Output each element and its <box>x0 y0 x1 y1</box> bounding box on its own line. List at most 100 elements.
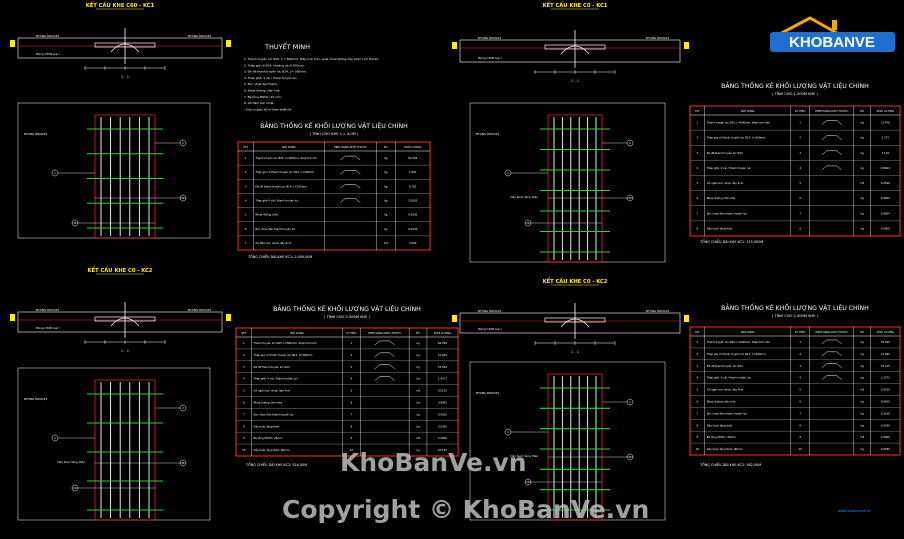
label-btong-left: BTONG M250/25 <box>478 309 501 313</box>
footer-link[interactable]: www.khobanve.vn <box>838 509 871 513</box>
table-cell: 70.125 <box>881 364 890 368</box>
label-tie-wire: Dây buộc tầng thảo <box>510 195 538 199</box>
table-cell: m3 <box>384 241 389 245</box>
table-cell: kg <box>861 411 865 415</box>
table-cell: 1.842 <box>409 170 417 174</box>
table-cell: 4 <box>697 166 699 170</box>
table-cell: 8 <box>243 424 245 428</box>
slab-outline <box>459 39 681 63</box>
logo-text: KHOBANVE <box>789 34 875 51</box>
table-cell: kg <box>861 364 865 368</box>
table-cell: Thép gia cố thanh truyền lực Ø14, L=300m… <box>707 351 766 356</box>
plan-frame <box>17 367 211 521</box>
table-cell: kg <box>384 170 388 174</box>
table-cell: Thép ghế 4 cái / thanh truyền lực <box>255 199 299 203</box>
table-cell: Gỗ ngăn bọc nhựa, dày 4cm <box>707 180 744 185</box>
label-btong-right: BTONG M250/25 <box>188 308 211 312</box>
table-cell: 5 <box>799 388 801 392</box>
level-marker <box>10 40 15 47</box>
table-cell: m3 <box>416 436 421 440</box>
table-header-cell: KÝ HIỆU <box>795 108 805 113</box>
table-cell: 3 <box>245 184 247 188</box>
notes-title: THUYẾT MINH <box>264 41 310 51</box>
table-total: TỔNG CHIỀU DÀI KHE KC2: 582,00M <box>699 462 761 467</box>
table-cell: kg <box>384 213 388 217</box>
table-cell: 0.4220 <box>438 412 447 416</box>
table-header-cell: KHỐI LƯỢNG <box>404 144 421 149</box>
table-title: BẢNG THỐNG KÊ KHỐI LƯỢNG VẬT LIỆU CHÍNH <box>721 80 869 90</box>
table-cell: 2 <box>351 353 353 357</box>
table-cell: Bê tông M250 / 25mm <box>707 435 736 439</box>
shape-sketch <box>340 155 361 161</box>
section-title: KẾT CẤU KHE C0 - KC1 <box>543 1 608 9</box>
table-cell: kg <box>861 376 865 380</box>
table-frame <box>689 105 901 237</box>
table-header-cell: STT <box>241 331 246 335</box>
brand-logo[interactable]: KHOBANVE <box>770 14 895 58</box>
table-cell: kg <box>861 399 865 403</box>
level-marker <box>684 42 689 49</box>
notes-line: 6. Nhựa đường chèn khe. <box>244 89 280 93</box>
table-cell: Gỗ ngăn bọc nhựa, dày 4cm <box>707 387 744 392</box>
callout-number: 2 <box>182 406 184 410</box>
shape-sketch <box>821 363 842 368</box>
table-cell: 1 <box>697 121 699 125</box>
table-cell: Bọc nhựa đầu thanh truyền lực <box>255 227 296 231</box>
section-mark: 1 - 1 <box>121 349 129 353</box>
table-cell: kg <box>861 196 865 200</box>
table-cell: kg <box>861 352 865 356</box>
table-cell: 10 <box>242 448 246 452</box>
table-t2: BẢNG THỐNG KÊ KHỐI LƯỢNG VẬT LIỆU CHÍNH(… <box>689 80 901 244</box>
table-cell: 0.0330 <box>408 227 417 231</box>
table-cell: kg <box>861 447 865 451</box>
table-cell: 3 <box>799 151 801 155</box>
table-cell: Đà đỡ thanh truyền lực Ø14 <box>707 363 743 368</box>
table-cell: Bọc nhựa đầu thanh truyền lực <box>254 412 295 416</box>
table-header-cell: ĐV <box>860 330 864 334</box>
table-t4: BẢNG THỐNG KÊ KHỐI LƯỢNG VẬT LIỆU CHÍNH(… <box>689 302 901 467</box>
table-cell: m3 <box>416 389 421 393</box>
table-cell: 9 <box>799 435 801 439</box>
table-cell: 0.0135 <box>438 448 447 452</box>
table-header-cell: NỘI DUNG <box>290 330 303 335</box>
table-cell: kg <box>416 365 420 369</box>
table-cell: Thanh truyền lực Ø25, L=600mm, thép trơn… <box>255 155 317 160</box>
label-btong-right: BTONG M250/25 <box>188 34 211 38</box>
table-cell: 2 <box>799 136 801 140</box>
table-cell: 1 <box>799 340 801 344</box>
table-cell: 6 <box>351 400 353 404</box>
table-cell: Nhựa đường chèn <box>255 213 278 217</box>
table-header-cell: HÌNH DẠNG-KÍCH THƯỚC <box>368 330 401 335</box>
table-cell: 5 <box>351 389 353 393</box>
shape-sketch <box>821 351 842 357</box>
table-header-cell: ĐV <box>384 145 388 149</box>
level-marker <box>452 315 457 322</box>
level-marker <box>226 40 231 47</box>
table-cell: 7 <box>697 211 699 215</box>
table-title: BẢNG THỐNG KÊ KHỐI LƯỢNG VẬT LIỆU CHÍNH <box>273 303 421 313</box>
plan-frame <box>17 102 211 239</box>
table-cell: kg <box>384 184 388 188</box>
table-total: TỔNG CHIỀU DÀI KHE KC2: 516,00M <box>245 462 307 467</box>
table-cell: kg <box>861 166 865 170</box>
table-cell: 4 <box>245 199 247 203</box>
shape-sketch <box>374 340 395 346</box>
table-cell: 2 <box>697 352 699 356</box>
table-cell: 5 <box>243 389 245 393</box>
table-cell: 0.0135 <box>438 389 447 393</box>
table-frame <box>237 141 431 251</box>
table-cell: 0.0330 <box>881 447 890 451</box>
table-cell: 1.4372 <box>438 377 447 381</box>
table-header-cell: ĐV <box>860 109 864 113</box>
table-cell: 1 <box>245 156 247 160</box>
level-marker <box>226 314 231 321</box>
table-cell: kg <box>384 156 388 160</box>
table-cell: Bê tông M250 / 25mm <box>254 436 283 440</box>
table-cell: m3 <box>860 435 865 439</box>
table-cell: 12.476 <box>881 121 890 125</box>
section-mark: 1 - 1 <box>121 75 129 79</box>
shape-sketch <box>821 135 842 140</box>
